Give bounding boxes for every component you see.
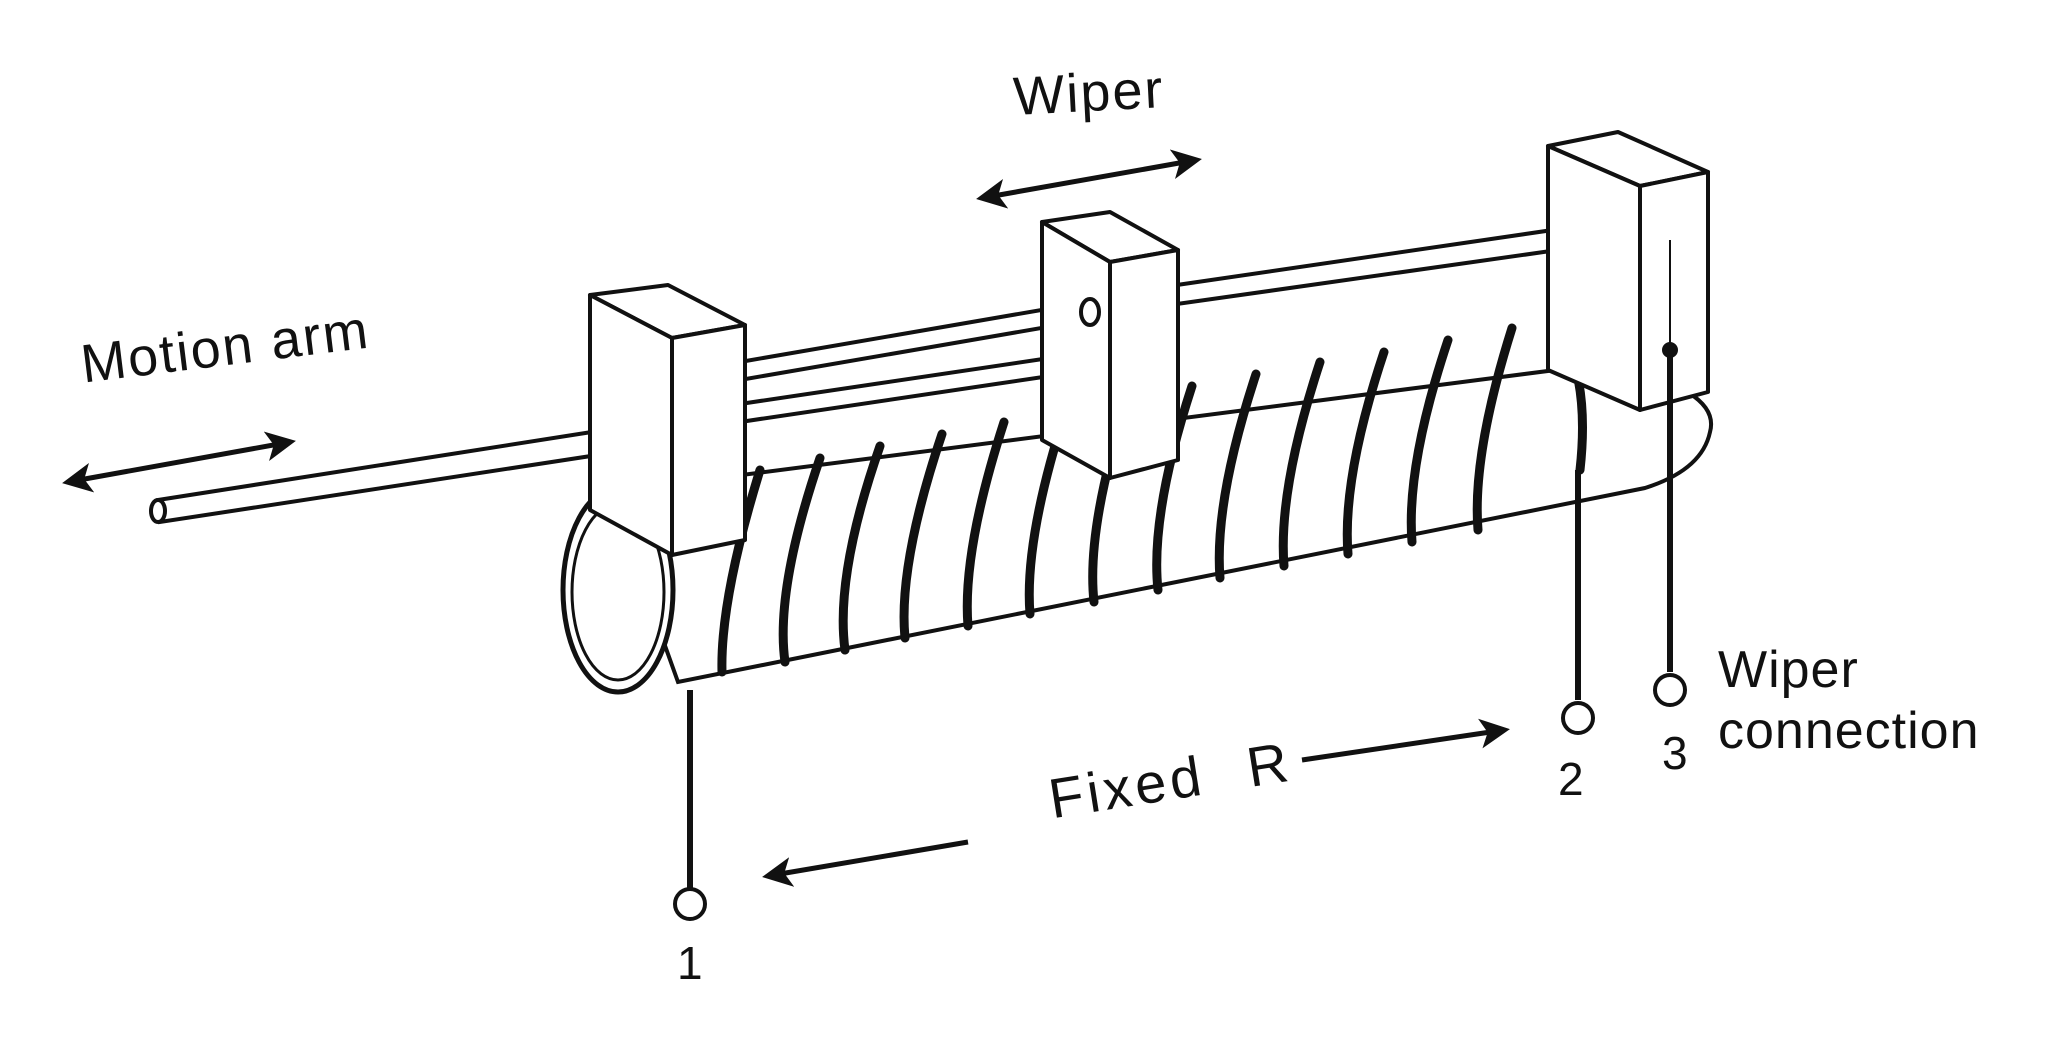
motion-arm-arrow: [62, 431, 296, 493]
right-mount-block: [1546, 130, 1710, 412]
terminal-leads: [673, 240, 1687, 921]
wiper-arrow: [976, 149, 1202, 209]
left-mount-block: [588, 283, 747, 557]
fixed-r-arrow-right: [1301, 718, 1510, 763]
direction-arrows: [62, 149, 1510, 887]
terminal-1-label: 1: [677, 937, 703, 989]
fixed-r-arrow-left: [762, 839, 969, 887]
terminal-2-label: 2: [1558, 753, 1584, 805]
wiper-label: Wiper: [1011, 59, 1166, 127]
terminal-3-label: 3: [1662, 727, 1688, 779]
wiper-connection-label: Wiper connection: [1718, 641, 1980, 761]
wiper-block: [1040, 210, 1180, 480]
motion-arm-rod: [149, 418, 644, 525]
